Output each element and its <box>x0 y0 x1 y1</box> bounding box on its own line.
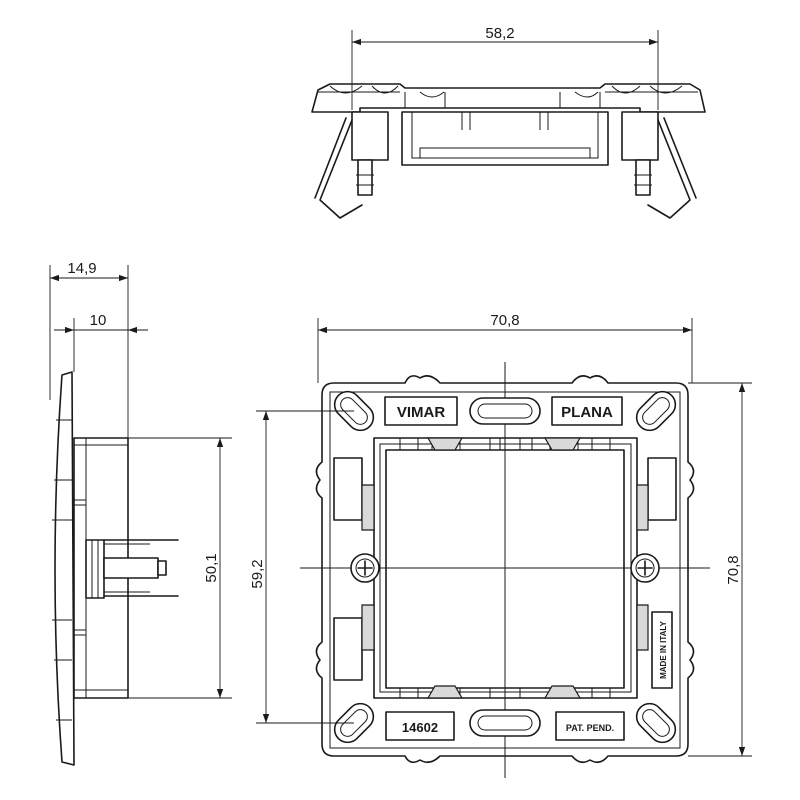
dimension-label-side-depth-total: 14,9 <box>67 260 96 277</box>
front-view-top-teeth <box>399 437 611 699</box>
dimension-side-height: 50,1 <box>128 437 232 699</box>
dimension-label-front-inner-height: 59,2 <box>249 559 266 588</box>
marking-origin: MADE IN ITALY <box>659 620 668 678</box>
marking-series: PLANA <box>561 404 613 421</box>
top-view-right-claw <box>621 111 697 219</box>
top-view-left-claw <box>314 111 389 219</box>
marking-patent: PAT. PEND. <box>566 723 614 733</box>
side-view: 14,9 10 50,1 <box>49 260 232 766</box>
front-view-markings: VIMAR PLANA 14602 PAT. PEND. MADE IN ITA… <box>384 396 673 741</box>
dimension-label-top-width: 58,2 <box>485 25 514 42</box>
dimension-front-width: 70,8 <box>317 312 693 383</box>
dimension-label-side-height: 50,1 <box>203 553 220 582</box>
dimension-label-side-depth-front: 10 <box>90 312 107 329</box>
side-view-plate <box>54 371 75 766</box>
top-view-body <box>401 111 609 166</box>
marking-brand: VIMAR <box>397 404 446 421</box>
dimension-label-front-width: 70,8 <box>490 312 519 329</box>
dimension-side-depth-total: 14,9 <box>49 260 129 438</box>
dimension-front-height: 70,8 <box>688 382 752 757</box>
front-view: VIMAR PLANA 14602 PAT. PEND. MADE IN ITA… <box>249 312 752 778</box>
marking-code: 14602 <box>402 720 438 735</box>
dimension-front-inner-height: 59,2 <box>249 410 354 724</box>
top-view-plate <box>311 83 706 113</box>
front-view-side-clips <box>333 457 677 681</box>
front-view-slot-holes <box>333 390 677 744</box>
top-view: 58,2 <box>311 25 706 219</box>
dimension-side-depth-front: 10 <box>54 312 148 372</box>
side-view-screw <box>85 539 179 599</box>
dimension-top-width: 58,2 <box>351 25 659 110</box>
dimension-label-front-height: 70,8 <box>725 555 742 584</box>
